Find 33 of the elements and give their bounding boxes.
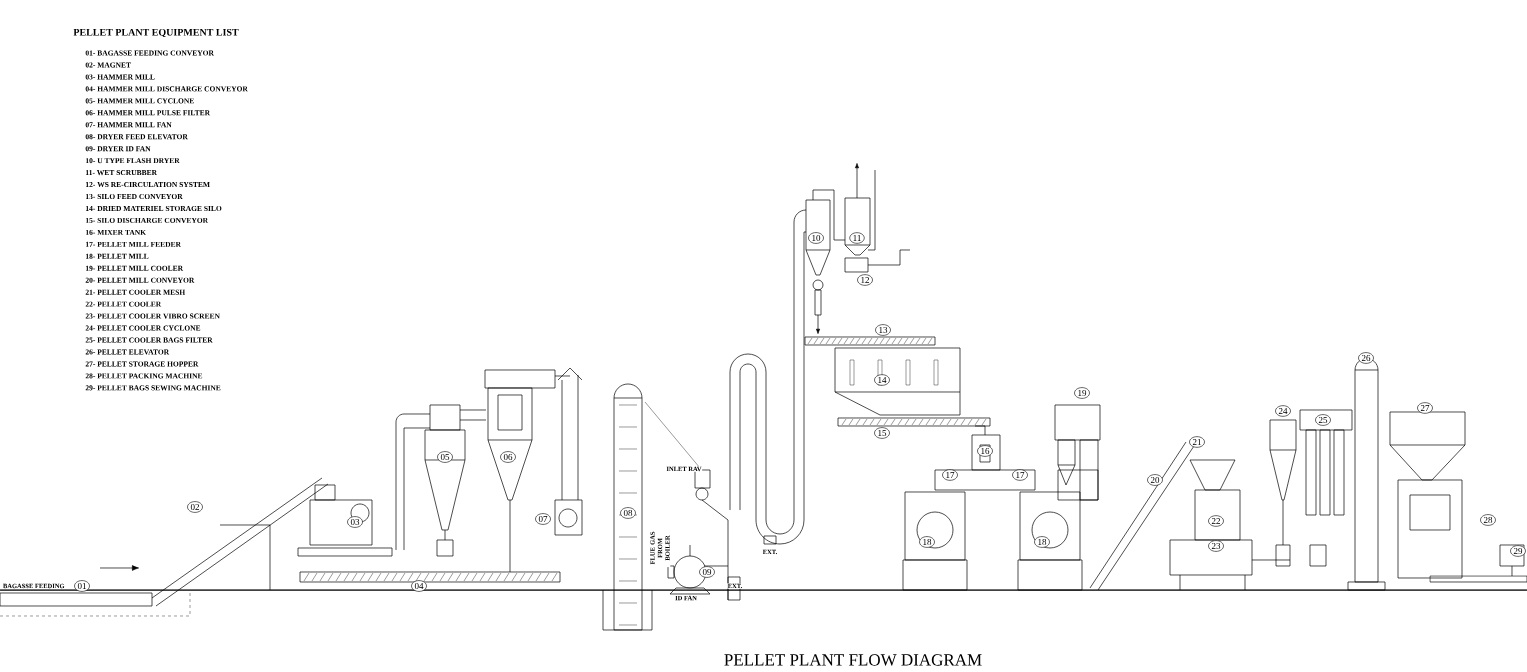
callout-number: 16 [977, 445, 993, 457]
callout-number: 11 [849, 232, 865, 244]
callout-number: 22 [1208, 515, 1224, 527]
callout-number: 07 [535, 513, 551, 525]
callout-number: 25 [1315, 414, 1331, 426]
callout-number: 21 [1189, 436, 1205, 448]
callout-number: 18 [1034, 536, 1050, 548]
callout-number: 01 [74, 580, 90, 592]
callout-number: 28 [1480, 514, 1496, 526]
callout-number: 29 [1510, 545, 1526, 557]
callout-number: 26 [1358, 352, 1374, 364]
callout-number: 14 [874, 374, 890, 386]
callout-number: 27 [1417, 402, 1433, 414]
callout-number: 04 [411, 580, 427, 592]
callout-number: 17 [1012, 469, 1028, 481]
callout-number: 23 [1208, 540, 1224, 552]
callout-number: 05 [437, 451, 453, 463]
callout-number: 03 [347, 516, 363, 528]
callout-number: 15 [874, 427, 890, 439]
callout-number: 17 [942, 469, 958, 481]
diagram-caption: PELLET PLANT FLOW DIAGRAM [724, 654, 982, 666]
callout-number: 12 [857, 274, 873, 286]
callout-number: 18 [919, 536, 935, 548]
callout-number: 08 [620, 507, 636, 519]
list-heading: PELLET PLANT EQUIPMENT LIST [73, 28, 239, 38]
callout-number: 19 [1074, 387, 1090, 399]
callout-number: 13 [875, 324, 891, 336]
callout-number: 06 [500, 451, 516, 463]
callout-number: 09 [699, 566, 715, 578]
callout-number: 24 [1275, 405, 1291, 417]
callout-number: 02 [187, 501, 203, 513]
callout-number: 10 [808, 232, 824, 244]
callout-number: 20 [1147, 474, 1163, 486]
